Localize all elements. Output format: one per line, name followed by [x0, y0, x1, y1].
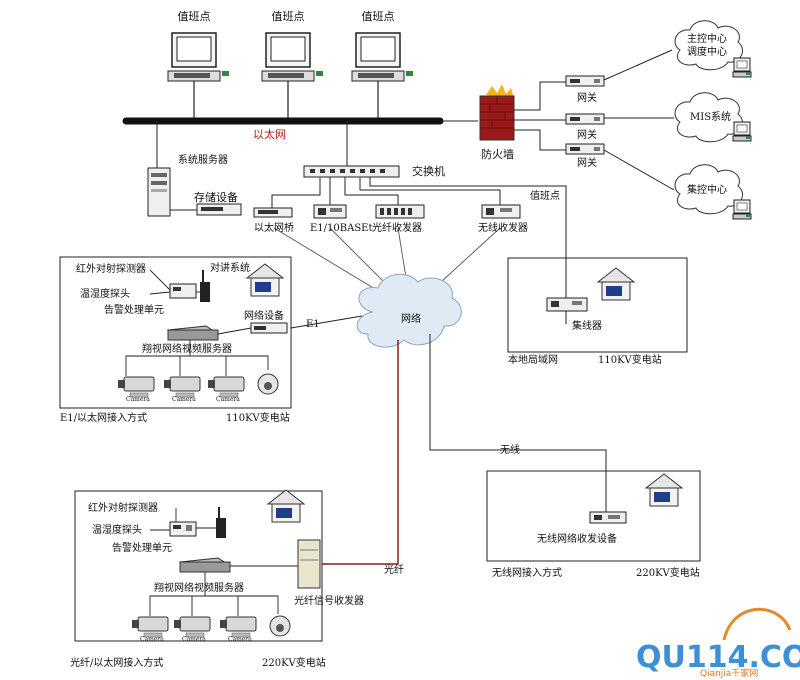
watermark-logo — [722, 607, 792, 641]
gateway-label-2: 网关 — [577, 130, 597, 141]
terminal-1 — [732, 57, 752, 78]
cloud-label-dispatch: 主控中心 调度中心 — [687, 34, 727, 58]
system-server-label: 系统服务器 — [178, 155, 228, 166]
gateway-3 — [565, 143, 605, 155]
cloud-label-mis: MIS系统 — [690, 112, 732, 123]
e1-intercom-label: 对讲系统 — [210, 263, 250, 274]
terminal-3 — [732, 199, 752, 220]
house-icon — [267, 489, 305, 523]
lan-substation: 110KV变电站 — [598, 355, 662, 366]
gateway-2 — [565, 113, 605, 125]
workstation-1 — [167, 32, 230, 82]
eth-bridge-label: 以太网桥 — [254, 223, 294, 234]
intercom-radio — [216, 507, 226, 538]
camera-label: Camera — [126, 396, 150, 403]
alarm-unit-device — [169, 521, 197, 537]
fiber-temp-label: 温湿度探头 — [92, 525, 142, 536]
wireless-transceiver — [481, 204, 521, 219]
site-wireless-frame — [486, 470, 701, 562]
station-label-3: 值班点 — [361, 10, 395, 23]
system-server — [147, 121, 171, 217]
e1-10baset-label: E1/10BASEt — [310, 223, 373, 234]
ethernet-label: 以太网 — [253, 128, 286, 141]
wireless-link — [429, 334, 607, 512]
storage-label: 存储设备 — [194, 191, 238, 204]
cloud-dispatch-center — [674, 20, 743, 71]
site-fiber-frame — [74, 490, 323, 642]
video-server-e1 — [166, 325, 220, 341]
e1-label: E1 — [306, 319, 320, 330]
e1-alarm-label: 告警处理单元 — [104, 305, 164, 316]
intercom-radio — [200, 270, 210, 302]
station-label-2: 值班点 — [271, 10, 305, 23]
e1-infrared-label: 红外对射探测器 — [76, 264, 146, 275]
ethernet-bridge — [253, 207, 293, 218]
network-label: 网络 — [401, 314, 421, 325]
fiber-label: 光纤 — [384, 565, 404, 576]
wireless-device-label: 无线网络收发设备 — [537, 534, 617, 545]
fiber-caption: 光纤/以太网接入方式 — [70, 658, 164, 669]
fiber-transceiver — [375, 204, 425, 219]
wireless-transceiver-label: 无线收发器 — [478, 223, 528, 234]
wireless-transceiver-device — [589, 511, 627, 524]
cloud-control-center — [674, 164, 743, 215]
dome-camera-e1 — [257, 373, 279, 395]
fiber-link — [322, 340, 399, 565]
gateway-label-1: 网关 — [577, 93, 597, 104]
camera-label: Camera — [140, 636, 164, 643]
site-lan-frame — [507, 257, 688, 353]
firewall-label: 防火墙 — [481, 148, 514, 161]
storage-device — [170, 203, 242, 216]
house-icon — [597, 267, 635, 301]
terminal-2 — [732, 121, 752, 142]
hub-device — [546, 297, 588, 312]
video-server-fiber — [178, 557, 232, 573]
camera-label: Camera — [216, 396, 240, 403]
switch-label: 交换机 — [412, 165, 445, 178]
lan-hub-label: 集线器 — [572, 321, 602, 332]
camera-label: Camera — [172, 396, 196, 403]
camera-label: Camera — [228, 636, 252, 643]
firewall — [440, 84, 515, 141]
duty-point-label: 值班点 — [530, 191, 560, 202]
fiber-alarm-label: 告警处理单元 — [112, 543, 172, 554]
fiber-signal-transceiver — [297, 539, 321, 589]
wireless-substation: 220KV变电站 — [636, 568, 700, 579]
workstation-3 — [351, 32, 414, 82]
e1-network-device-label: 网络设备 — [244, 311, 284, 322]
fiber-infrared-label: 红外对射探测器 — [88, 503, 158, 514]
wireless-label: 无线 — [500, 445, 520, 456]
site-e1-frame — [59, 256, 292, 409]
e1-substation: 110KV变电站 — [226, 413, 290, 424]
lan-caption: 本地局域网 — [508, 355, 558, 366]
dome-camera-fiber — [269, 615, 291, 637]
cloud-mis — [674, 92, 743, 143]
gateway-1 — [565, 75, 605, 87]
workstation-2 — [261, 32, 324, 82]
watermark-subtext: Qianjia千家网 — [700, 669, 759, 679]
network-device-e1 — [250, 322, 288, 334]
wireless-caption: 无线网接入方式 — [492, 568, 562, 579]
e1-caption: E1/以太网接入方式 — [60, 413, 148, 424]
network-cloud — [356, 273, 462, 348]
station-label-1: 值班点 — [177, 10, 211, 23]
fiber-transceiver-label: 光纤收发器 — [372, 223, 422, 234]
camera-label: Camera — [182, 636, 206, 643]
gateway-label-3: 网关 — [577, 158, 597, 169]
e1-converter — [313, 204, 347, 219]
alarm-unit-device — [169, 283, 197, 299]
switch-device — [303, 165, 400, 178]
house-icon — [645, 473, 683, 507]
cloud-label-control: 集控中心 — [687, 185, 727, 196]
fiber-transceiver-site-label: 光纤信号收发器 — [294, 596, 364, 607]
fiber-video-server-label: 翔视网络视频服务器 — [154, 583, 244, 594]
e1-temp-label: 温湿度探头 — [80, 289, 130, 300]
house-icon — [246, 263, 284, 297]
e1-video-server-label: 翔视网络视频服务器 — [142, 344, 232, 355]
watermark-text: QU114.COM — [636, 640, 800, 675]
fiber-substation: 220KV变电站 — [262, 658, 326, 669]
